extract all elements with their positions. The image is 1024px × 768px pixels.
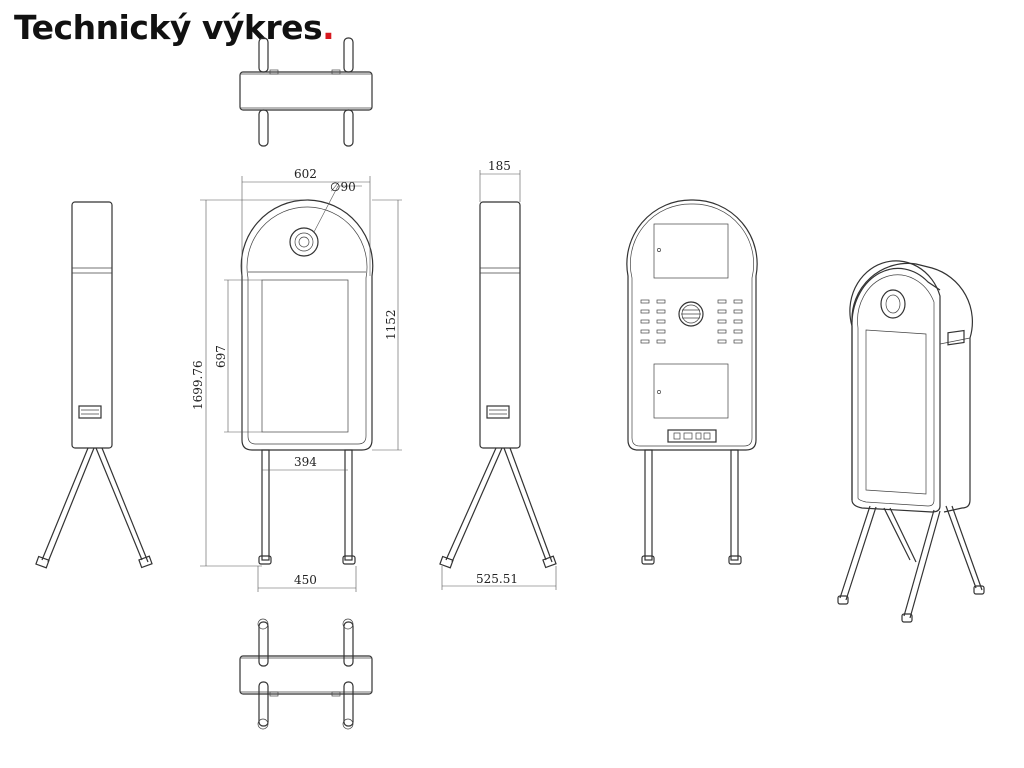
top-view <box>239 37 373 147</box>
title-dot: . <box>322 8 335 47</box>
dim-body-height: 1152 <box>384 309 398 340</box>
dim-depth: 185 <box>488 159 511 173</box>
dim-leg-spread: 450 <box>294 573 317 587</box>
front-view: 602 ∅90 1699.76 697 1152 394 450 <box>191 167 402 592</box>
dim-width-top: 602 <box>294 167 317 181</box>
page-title: Technický výkres. <box>14 8 335 47</box>
dim-screen-height: 697 <box>214 345 228 368</box>
dim-screen-width: 394 <box>294 455 317 469</box>
left-side-view <box>35 201 153 569</box>
isometric-view <box>837 260 985 623</box>
right-side-view: 185 525.51 <box>439 159 557 590</box>
rear-view <box>626 199 758 565</box>
bottom-view <box>239 618 373 730</box>
dim-leg-depth: 525.51 <box>476 572 518 586</box>
title-text: Technický výkres <box>14 8 323 47</box>
dim-height-total: 1699.76 <box>191 360 205 410</box>
dim-diameter: ∅90 <box>330 180 356 194</box>
